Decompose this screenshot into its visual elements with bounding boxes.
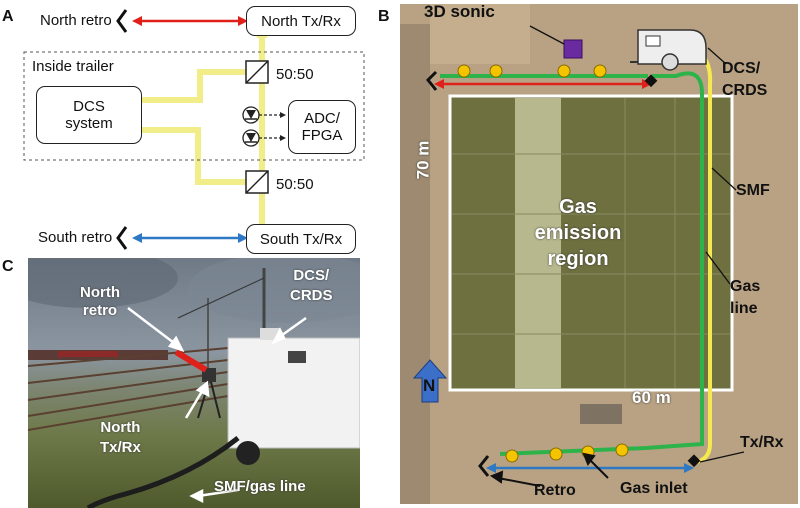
north-txrx-photo-label: North Tx/Rx xyxy=(100,418,141,458)
gas-line-line1: Gas xyxy=(730,278,761,295)
dcs-crds-line1: DCS/ xyxy=(722,60,761,77)
sonic-label: 3D sonic xyxy=(424,4,495,21)
north-txrx-photo-line2: Tx/Rx xyxy=(100,439,141,456)
gas-line-label: Gas line xyxy=(730,276,760,320)
north-retro-photo-label: North retro xyxy=(80,284,120,320)
north-label: N xyxy=(423,376,436,395)
aerial-photo: 3D sonic DCS/ CRDS SMF Gas line 70 m 60 … xyxy=(400,4,798,504)
adc-label-line2: FPGA xyxy=(301,127,343,144)
splitter-bottom xyxy=(245,170,269,194)
emission-region xyxy=(448,94,734,392)
dcs-crds-photo-label: DCS/ CRDS xyxy=(290,266,333,306)
fiber-paths xyxy=(140,34,265,228)
panel-c-letter: C xyxy=(2,258,14,275)
south-txrx-label: South Tx/Rx xyxy=(259,230,343,248)
photodiode-bottom-icon xyxy=(242,129,286,147)
aerial-diagram xyxy=(400,4,798,504)
trailer-icon xyxy=(630,29,707,71)
length-label: 60 m xyxy=(632,388,671,407)
dcs-system-box: DCS system xyxy=(36,86,142,144)
region-line2: emission xyxy=(534,222,622,244)
field-photo-illustration xyxy=(28,258,360,508)
gas-inlet-markers xyxy=(457,64,629,463)
smf-label: SMF xyxy=(736,182,770,199)
retro-label: Retro xyxy=(534,482,576,499)
north-txrx-label: North Tx/Rx xyxy=(261,12,341,30)
adc-fpga-box: ADC/ FPGA xyxy=(288,100,356,154)
dcs-crds-photo-line1: DCS/ xyxy=(293,267,330,284)
field-photo: North retro DCS/ CRDS North Tx/Rx SMF/ga… xyxy=(28,258,360,508)
fiber-dcs-to-bottom-splitter xyxy=(140,127,248,185)
smf-gas-photo-label: SMF/gas line xyxy=(214,478,306,495)
emission-region-label: Gas emission region xyxy=(518,194,638,272)
south-retro-label: South retro xyxy=(38,229,113,246)
sonic-marker xyxy=(563,39,583,59)
region-line1: Gas xyxy=(559,196,597,218)
gas-inlet-label: Gas inlet xyxy=(620,480,688,497)
adc-label-line1: ADC/ xyxy=(304,110,340,127)
dcs-label-line1: DCS xyxy=(73,98,105,115)
south-txrx-box: South Tx/Rx xyxy=(246,224,356,254)
north-retro-photo-line2: retro xyxy=(82,302,118,319)
width-label: 70 m xyxy=(413,140,433,180)
dcs-label-line2: system xyxy=(65,115,113,132)
north-retro-label: North retro xyxy=(40,12,112,29)
gas-line-line2: line xyxy=(730,300,758,317)
dcs-crds-line2: CRDS xyxy=(722,82,768,99)
panel-a-letter: A xyxy=(2,8,14,25)
photodiode-top-icon xyxy=(242,106,286,124)
north-arrow-icon xyxy=(412,359,448,403)
dcs-crds-label: DCS/ CRDS xyxy=(722,58,767,102)
north-retro-photo-line1: North xyxy=(80,284,120,301)
region-line3: region xyxy=(547,248,609,270)
splitter-bottom-ratio: 50:50 xyxy=(276,176,314,193)
txrx-label: Tx/Rx xyxy=(740,434,784,451)
north-txrx-photo-line1: North xyxy=(100,419,141,436)
splitter-top-ratio: 50:50 xyxy=(276,66,314,83)
south-path-arrow xyxy=(116,226,248,250)
dcs-crds-photo-line2: CRDS xyxy=(290,287,333,304)
splitter-top xyxy=(245,60,269,84)
gas-line xyxy=(440,71,704,456)
north-txrx-box: North Tx/Rx xyxy=(246,6,356,36)
inside-trailer-label: Inside trailer xyxy=(32,58,114,75)
panel-b-letter: B xyxy=(378,8,390,25)
north-path-arrow xyxy=(116,9,248,33)
trailer-boundary xyxy=(23,51,365,161)
fiber-dcs-to-top-splitter xyxy=(140,69,248,103)
